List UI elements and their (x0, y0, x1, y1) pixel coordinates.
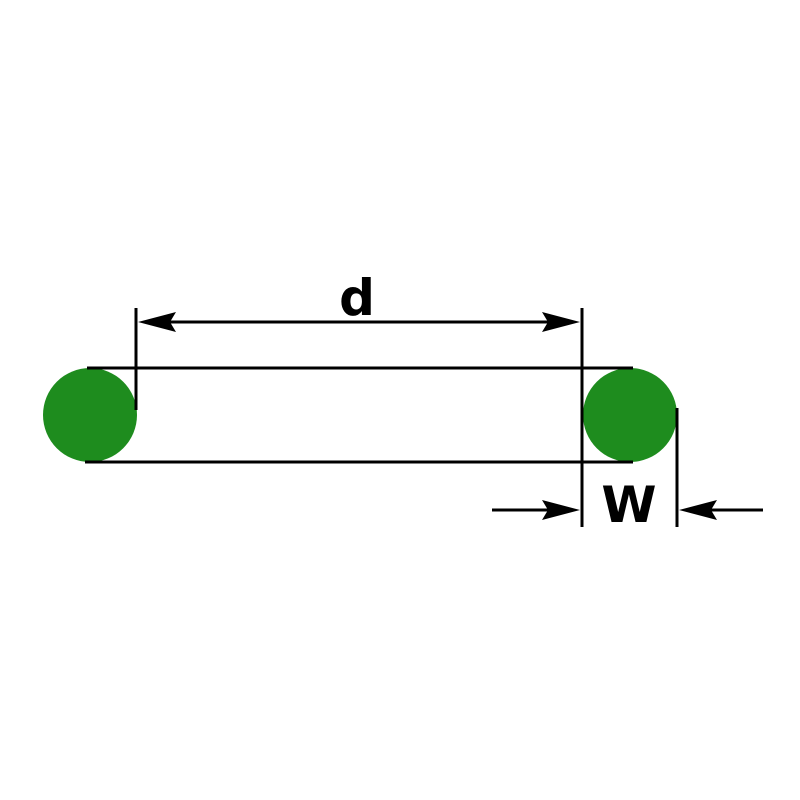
width-label: W (601, 476, 656, 534)
width-dimension: W (492, 476, 763, 534)
oring-cross-section-left (43, 368, 137, 462)
width-arrowhead-right-icon (679, 500, 717, 520)
diameter-label: d (339, 269, 375, 327)
diameter-dimension: d (138, 269, 580, 332)
diameter-arrowhead-left-icon (138, 312, 176, 332)
width-arrowhead-left-icon (542, 500, 580, 520)
diameter-arrowhead-right-icon (542, 312, 580, 332)
oring-cross-section-right (583, 368, 677, 462)
